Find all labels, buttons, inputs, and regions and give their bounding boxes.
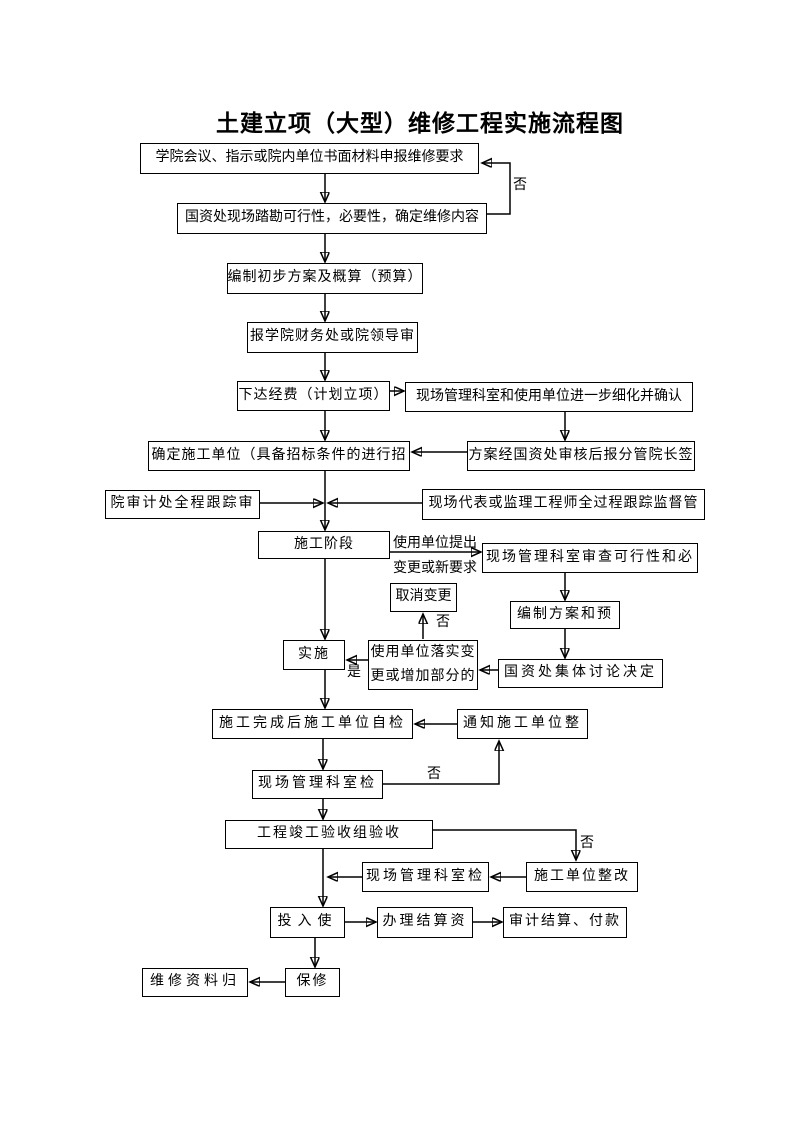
flow-node-implement: 实施	[283, 640, 345, 670]
flow-node-sitecheck-2: 现场管理科室检	[362, 862, 489, 892]
flow-node-decide: 国资处集体讨论决定	[498, 659, 663, 688]
flow-node-warranty: 保修	[285, 968, 340, 997]
flow-node-archive: 维修资料归	[142, 968, 248, 997]
flow-node-acceptance: 工程竣工验收组验收	[225, 820, 433, 849]
flow-node-stage: 施工阶段	[258, 531, 390, 559]
edge-label-no-acceptance: 否	[580, 836, 594, 851]
flow-node-cancel: 取消变更	[390, 583, 457, 612]
flow-node-select: 确定施工单位（具备招标条件的进行招	[148, 441, 410, 471]
flow-node-report: 报学院财务处或院领导审	[247, 322, 418, 353]
flow-node-approve: 方案经国资处审核后报分管院长签	[467, 441, 695, 471]
flow-node-selfcheck: 施工完成后施工单位自检	[212, 709, 413, 739]
flow-node-notify: 通知施工单位整	[457, 709, 588, 739]
flow-node-plan: 编制初步方案及概算（预算）	[227, 263, 423, 294]
flow-node-survey: 国资处现场踏勘可行性，必要性，确定维修内容	[177, 203, 487, 234]
edge-label-change-request-line2: 变更或新要求	[393, 561, 477, 576]
flow-node-refine: 现场管理科室和使用单位进一步细化并确认	[405, 382, 693, 412]
flow-node-meeting: 学院会议、指示或院内单位书面材料申报维修要求	[140, 143, 479, 174]
flow-node-use: 投入使	[270, 907, 345, 938]
edge-label-yes-implement: 是	[347, 665, 361, 680]
flow-node-settle: 办理结算资	[377, 907, 473, 938]
edge-label-no-feedback: 否	[513, 178, 527, 193]
flowchart-title: 土建立项（大型）维修工程实施流程图	[216, 110, 624, 136]
flow-node-review: 现场管理科室审查可行性和必	[482, 543, 698, 573]
flow-node-sitecheck-1: 现场管理科室检	[252, 770, 383, 799]
flow-node-auditpay: 审计结算、付款	[503, 907, 627, 938]
flow-node-audit: 院审计处全程跟踪审	[105, 490, 260, 519]
edge-label-no-recheck: 否	[427, 767, 441, 782]
flow-node-budget: 编制方案和预	[510, 601, 620, 629]
flow-node-fulfill: 使用单位落实变更或增加部分的	[368, 640, 478, 690]
flow-node-rectify: 施工单位整改	[526, 862, 638, 892]
edge-label-change-request-line1: 使用单位提出	[393, 536, 477, 551]
edge-label-no-cancel: 否	[436, 615, 450, 630]
flow-node-fund: 下达经费（计划立项）	[237, 381, 390, 411]
flow-node-supervise: 现场代表或监理工程师全过程跟踪监督管	[422, 489, 705, 520]
